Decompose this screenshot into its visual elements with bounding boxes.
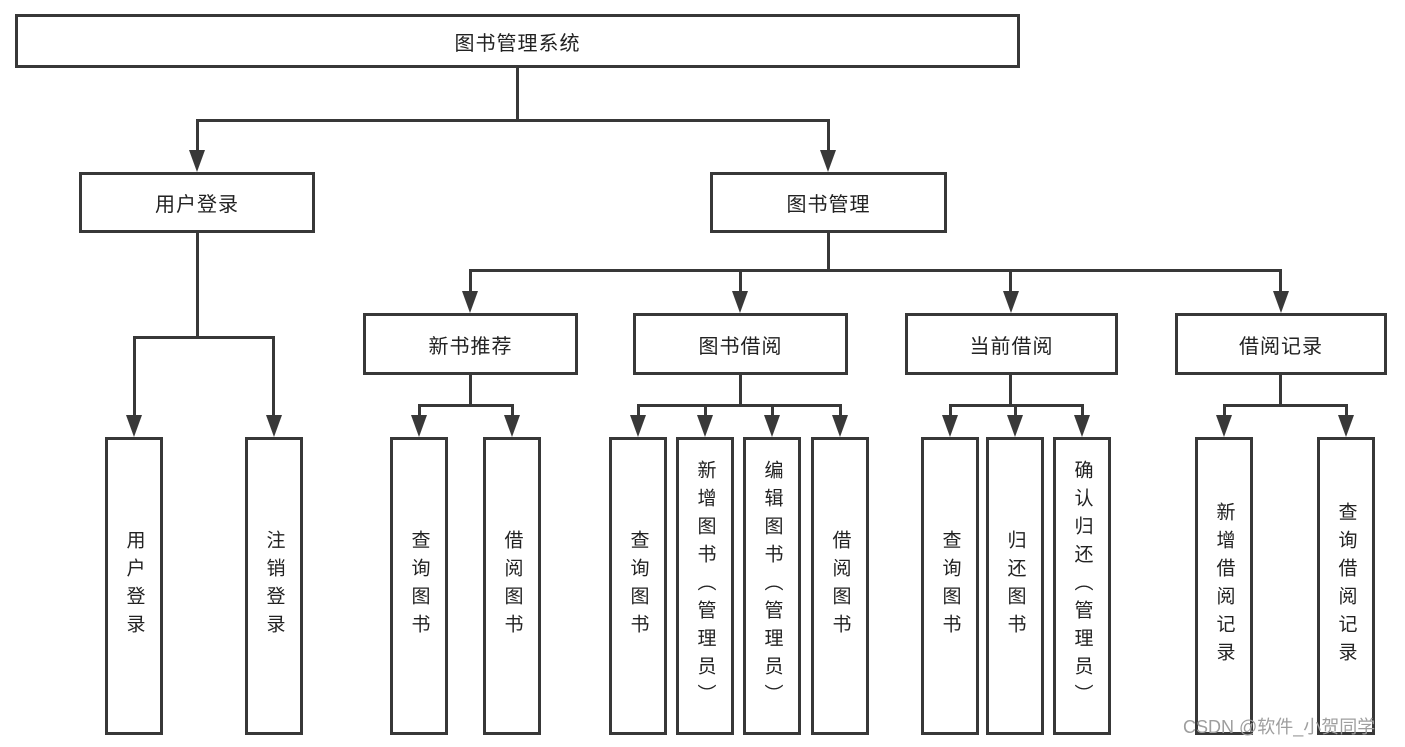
node-label: 新增图书（管理员） xyxy=(694,460,716,712)
connector-line xyxy=(418,404,421,418)
arrowhead-down xyxy=(1216,415,1232,437)
connector-line xyxy=(771,404,774,418)
connector-line xyxy=(511,404,514,418)
node-label: 编辑图书（管理员） xyxy=(761,460,783,712)
node-label: 用户登录 xyxy=(155,194,239,216)
connector-line xyxy=(1279,375,1282,406)
connector-line xyxy=(704,404,707,418)
node-label: 借阅图书 xyxy=(501,530,523,642)
connector-line xyxy=(469,375,472,406)
node-label: 借阅记录 xyxy=(1239,335,1323,358)
arrowhead-down xyxy=(266,415,282,437)
arrowhead-down xyxy=(1338,415,1354,437)
connector-line xyxy=(739,375,742,406)
leaf-edit-books-admin: 编辑图书（管理员） xyxy=(743,437,801,735)
connector-line xyxy=(637,404,842,407)
connector-line xyxy=(637,404,640,418)
connector-line xyxy=(1081,404,1084,418)
connector-line xyxy=(1223,404,1348,407)
arrowhead-down xyxy=(630,415,646,437)
connector-line xyxy=(196,119,199,152)
node-label: 查询借阅记录 xyxy=(1335,502,1357,670)
connector-line xyxy=(1223,404,1226,418)
leaf-query-books-current: 查询图书 xyxy=(921,437,979,735)
leaf-logout: 注销登录 xyxy=(245,437,303,735)
connector-line xyxy=(827,233,830,271)
node-user-login-group: 用户登录 xyxy=(79,172,315,233)
node-new-book-recommend: 新书推荐 xyxy=(363,313,578,375)
arrowhead-down xyxy=(697,415,713,437)
arrowhead-down xyxy=(1007,415,1023,437)
connector-line xyxy=(1345,404,1348,418)
arrowhead-down xyxy=(504,415,520,437)
connector-line xyxy=(272,336,275,418)
arrowhead-down xyxy=(189,150,205,172)
arrowhead-down xyxy=(1003,291,1019,313)
connector-line xyxy=(1009,269,1012,293)
arrowhead-down xyxy=(462,291,478,313)
connector-line xyxy=(469,269,1282,272)
connector-line xyxy=(196,233,199,338)
node-label: 新增借阅记录 xyxy=(1213,502,1235,670)
arrowhead-down xyxy=(942,415,958,437)
arrowhead-down xyxy=(732,291,748,313)
leaf-add-books-admin: 新增图书（管理员） xyxy=(676,437,734,735)
connector-line xyxy=(1014,404,1017,418)
node-label: 确认归还（管理员） xyxy=(1071,460,1093,712)
connector-line xyxy=(133,336,275,339)
arrowhead-down xyxy=(1273,291,1289,313)
node-label: 查询图书 xyxy=(627,530,649,642)
node-label: 图书管理 xyxy=(786,194,871,216)
arrowhead-down xyxy=(764,415,780,437)
leaf-return-books: 归还图书 xyxy=(986,437,1044,735)
arrowhead-down xyxy=(126,415,142,437)
node-book-management-group: 图书管理 xyxy=(710,172,947,233)
leaf-query-books-borrowing: 查询图书 xyxy=(609,437,667,735)
leaf-borrow-books: 借阅图书 xyxy=(811,437,869,735)
leaf-query-books-recommend: 查询图书 xyxy=(390,437,448,735)
connector-line xyxy=(196,119,830,122)
arrowhead-down xyxy=(832,415,848,437)
leaf-user-login: 用户登录 xyxy=(105,437,163,735)
node-label: 注销登录 xyxy=(263,530,285,642)
connector-line xyxy=(1009,375,1012,406)
node-borrowing-records: 借阅记录 xyxy=(1175,313,1387,375)
connector-line xyxy=(469,269,472,293)
node-label: 用户登录 xyxy=(123,530,145,642)
connector-line xyxy=(827,119,830,152)
connector-line xyxy=(739,269,742,293)
leaf-add-borrow-record: 新增借阅记录 xyxy=(1195,437,1253,735)
arrowhead-down xyxy=(1074,415,1090,437)
connector-line xyxy=(839,404,842,418)
connector-line xyxy=(1279,269,1282,293)
node-label: 借阅图书 xyxy=(829,530,851,642)
connector-line xyxy=(418,404,514,407)
arrowhead-down xyxy=(411,415,427,437)
node-book-borrowing: 图书借阅 xyxy=(633,313,848,375)
connector-line xyxy=(949,404,952,418)
connector-line xyxy=(133,336,136,418)
leaf-borrow-books-recommend: 借阅图书 xyxy=(483,437,541,735)
leaf-query-borrow-record: 查询借阅记录 xyxy=(1317,437,1375,735)
node-root-system: 图书管理系统 xyxy=(15,14,1020,68)
csdn-watermark: CSDN @软件_小贺同学 xyxy=(1183,717,1376,737)
node-label: 归还图书 xyxy=(1004,530,1026,642)
node-label: 图书借阅 xyxy=(698,335,783,358)
arrowhead-down xyxy=(820,150,836,172)
connector-line xyxy=(516,68,519,121)
node-label: 当前借阅 xyxy=(969,335,1054,358)
node-label: 查询图书 xyxy=(939,530,961,642)
node-label: 查询图书 xyxy=(408,530,430,642)
node-label: 新书推荐 xyxy=(428,335,513,358)
node-label: 图书管理系统 xyxy=(454,32,581,55)
node-current-borrowing: 当前借阅 xyxy=(905,313,1118,375)
leaf-confirm-return-admin: 确认归还（管理员） xyxy=(1053,437,1111,735)
